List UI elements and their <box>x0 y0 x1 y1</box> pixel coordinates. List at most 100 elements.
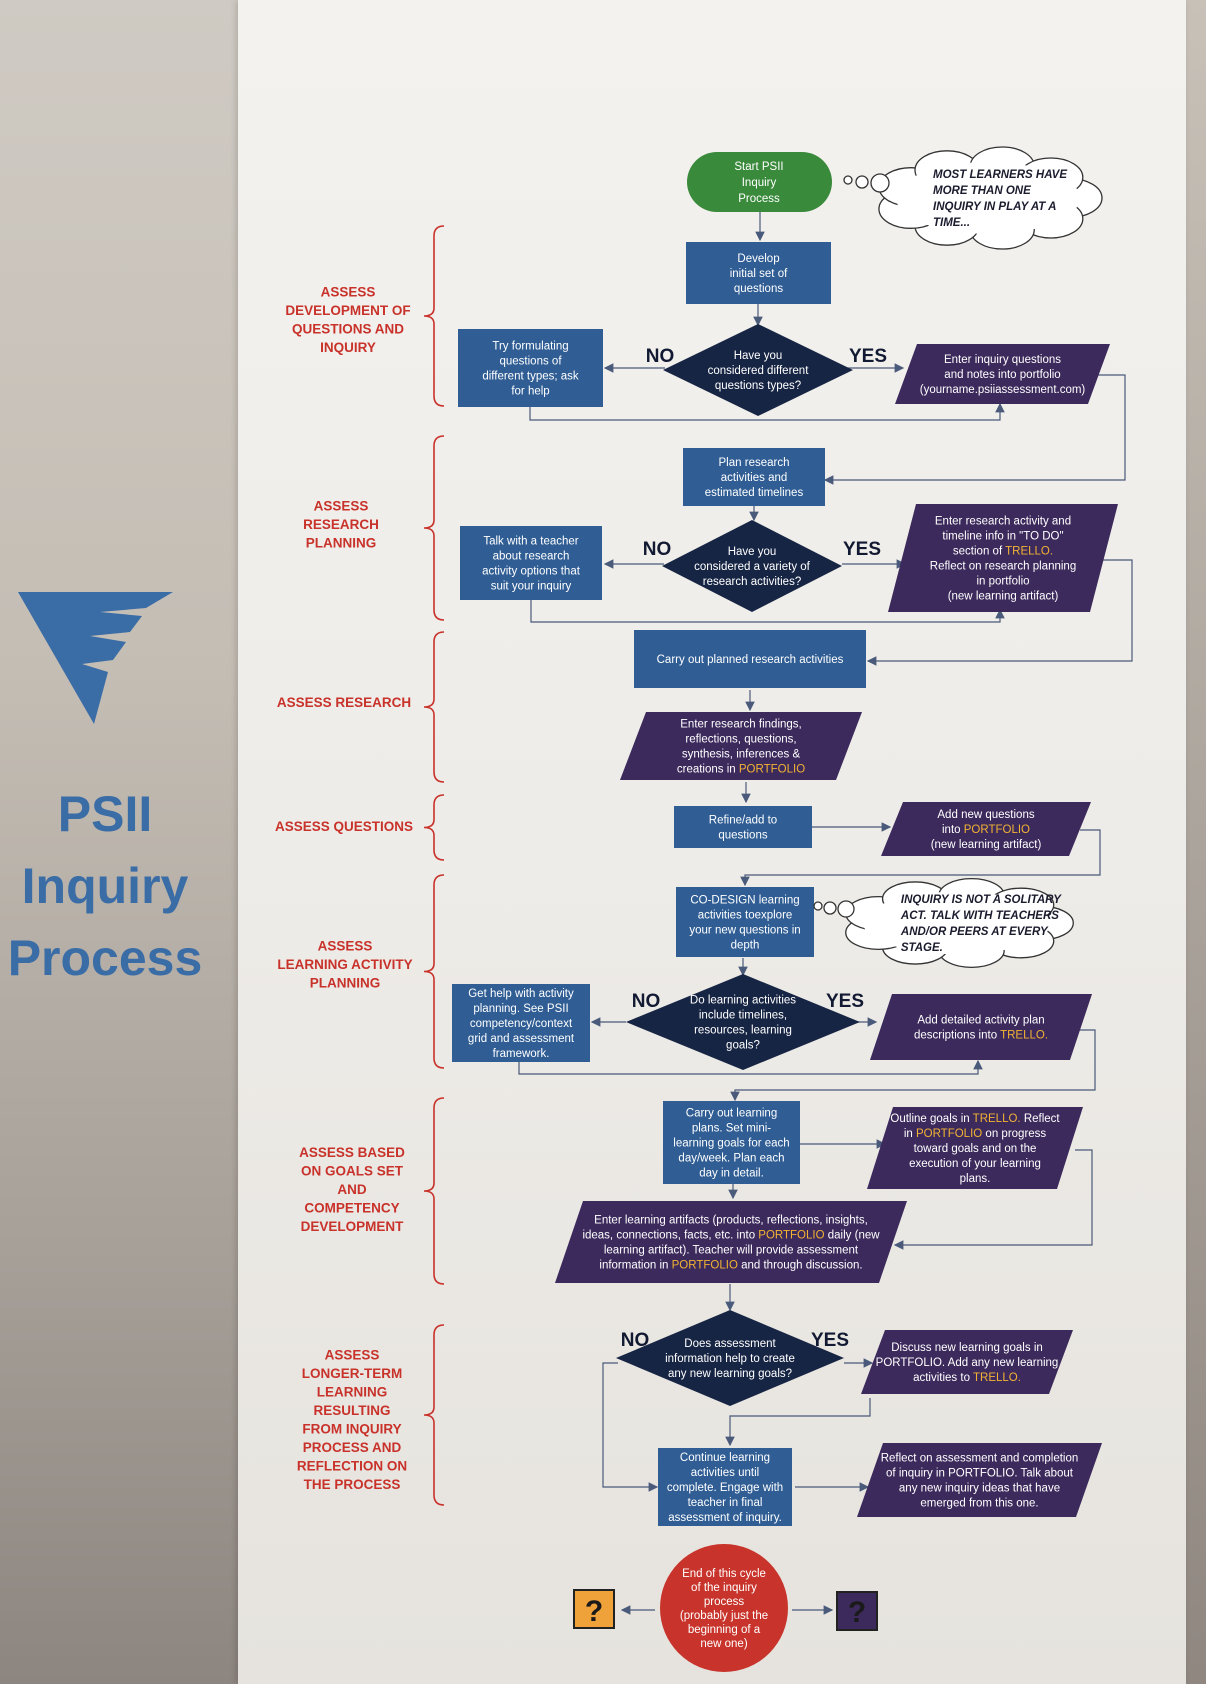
text-span: HAVE <box>1036 169 1067 181</box>
d3-line: Do learning activities <box>690 995 796 1007</box>
d3-line: resources, learning <box>694 1025 792 1037</box>
connector-arrow <box>823 374 1126 485</box>
d1-line: considered different <box>708 365 810 377</box>
text-span: AT <box>990 926 1006 938</box>
text-span: information <box>599 1260 656 1272</box>
text-span: about <box>493 551 523 563</box>
enter_inquiry-line: (yourname.psiiassessment.com) <box>920 384 1086 396</box>
nodes <box>452 146 1118 1672</box>
text-span: goals <box>717 1138 745 1150</box>
text-span: plans. <box>692 1123 723 1135</box>
text-span: ACT. <box>900 910 927 922</box>
no-label: NO <box>643 539 672 560</box>
text-span: out <box>688 654 705 666</box>
wall-left <box>0 0 262 1684</box>
text-span: reflections, <box>685 734 741 746</box>
text-span: questions <box>718 830 767 842</box>
discuss_goals-line: activities to TRELLO. <box>913 1372 1021 1384</box>
outline_goals-parallelogram <box>867 1107 1083 1189</box>
text-span: PSII <box>762 161 784 173</box>
note1-line: TIME... <box>933 217 970 229</box>
outline_goals-line: plans. <box>960 1173 991 1185</box>
text-span: TEACHERS <box>996 910 1060 922</box>
text-span: timeline <box>942 531 982 543</box>
thought-bubble <box>843 175 853 185</box>
text-span: your <box>689 925 712 937</box>
text-span: Plan <box>733 1153 756 1165</box>
text-span: questions, <box>744 734 796 746</box>
text-span: AND <box>372 1440 401 1455</box>
text-span: new <box>935 1342 957 1354</box>
stage-label-line: ASSESS <box>321 284 376 299</box>
add_questions-parallelogram <box>881 802 1091 856</box>
stage-label-line: THE PROCESS <box>304 1477 401 1492</box>
text-span: A <box>1047 201 1056 213</box>
text-span: assessment <box>936 1453 998 1465</box>
text-span: (probably <box>680 1610 728 1622</box>
d4-line: information help to create <box>665 1353 795 1365</box>
text-span: include <box>699 1010 735 1022</box>
text-span: Refine/add <box>709 815 765 827</box>
text-span: portfolio <box>989 576 1030 588</box>
text-span: learning <box>959 1342 1000 1354</box>
text-span: IN <box>984 201 996 213</box>
connector-arrow <box>529 402 1005 421</box>
reflect-parallelogram <box>857 1443 1102 1517</box>
note1-line: MORE THAN ONE <box>933 185 1031 197</box>
develop-line: initial set of <box>730 268 788 280</box>
text-span: TRELLO. <box>1005 546 1053 558</box>
end-line: of the inquiry <box>691 1582 757 1594</box>
enter_inquiry-line: Enter inquiry questions <box>944 354 1061 366</box>
text-span: inquiry <box>975 354 1009 366</box>
text-span: connections, <box>616 1230 681 1242</box>
stage-label-line: RESULTING <box>314 1403 391 1418</box>
text-span: out <box>717 1108 734 1120</box>
text-span: Carry <box>686 1108 714 1120</box>
text-span: QUESTIONS <box>292 321 372 336</box>
text-span: Outline <box>890 1113 926 1125</box>
text-span: notes <box>967 369 995 381</box>
text-span: options <box>520 566 557 578</box>
stage-label-line: PLANNING <box>306 536 377 551</box>
get_help-line: Get help with activity <box>468 988 574 1000</box>
text-span: LEARNING <box>317 1384 388 1399</box>
codesign-line: activities toexplore <box>698 910 793 922</box>
text-span: and <box>1052 516 1071 528</box>
text-span: questions <box>1012 354 1061 366</box>
text-span: new <box>921 1483 943 1495</box>
text-span: research <box>711 719 756 731</box>
text-span: of <box>778 268 788 280</box>
text-span: THAN <box>971 185 1004 197</box>
thought-bubble <box>870 173 890 193</box>
text-span: on <box>1004 1143 1017 1155</box>
text-span: into <box>979 1030 998 1042</box>
text-span: activity <box>539 988 574 1000</box>
text-span: AND <box>337 1182 366 1197</box>
text-span: INQUIRY <box>901 894 950 906</box>
text-span: new <box>700 1638 722 1650</box>
text-span: questions <box>715 380 764 392</box>
text-span: research <box>703 576 748 588</box>
text-span: learning <box>1000 1158 1041 1170</box>
text-span: toexplore <box>745 910 792 922</box>
text-span: AND/OR <box>900 926 947 938</box>
stage-label-line: ASSESS QUESTIONS <box>275 819 413 834</box>
text-span: with <box>506 536 527 548</box>
text-span: inquiry <box>945 1483 979 1495</box>
connector-arrow <box>530 600 1005 623</box>
text-span: research <box>966 516 1011 528</box>
text-span: GOALS <box>325 1164 373 1179</box>
end-terminal <box>660 1544 788 1672</box>
question-box-right-icon <box>836 1591 878 1631</box>
text-span: in <box>904 1128 913 1140</box>
text-span: activity <box>985 1015 1020 1027</box>
text-span: and <box>490 1033 509 1045</box>
text-span: COMPETENCY <box>304 1201 399 1216</box>
develop-line: questions <box>734 283 783 295</box>
enter_findings-line: synthesis, inferences & <box>682 749 801 761</box>
text-span: ASSESS <box>321 284 376 299</box>
outline_goals-line: Outline goals in TRELLO. Reflect <box>890 1113 1060 1125</box>
text-span: timelines <box>758 487 804 499</box>
text-span: section <box>953 546 989 558</box>
text-span: assessment <box>797 1245 859 1257</box>
